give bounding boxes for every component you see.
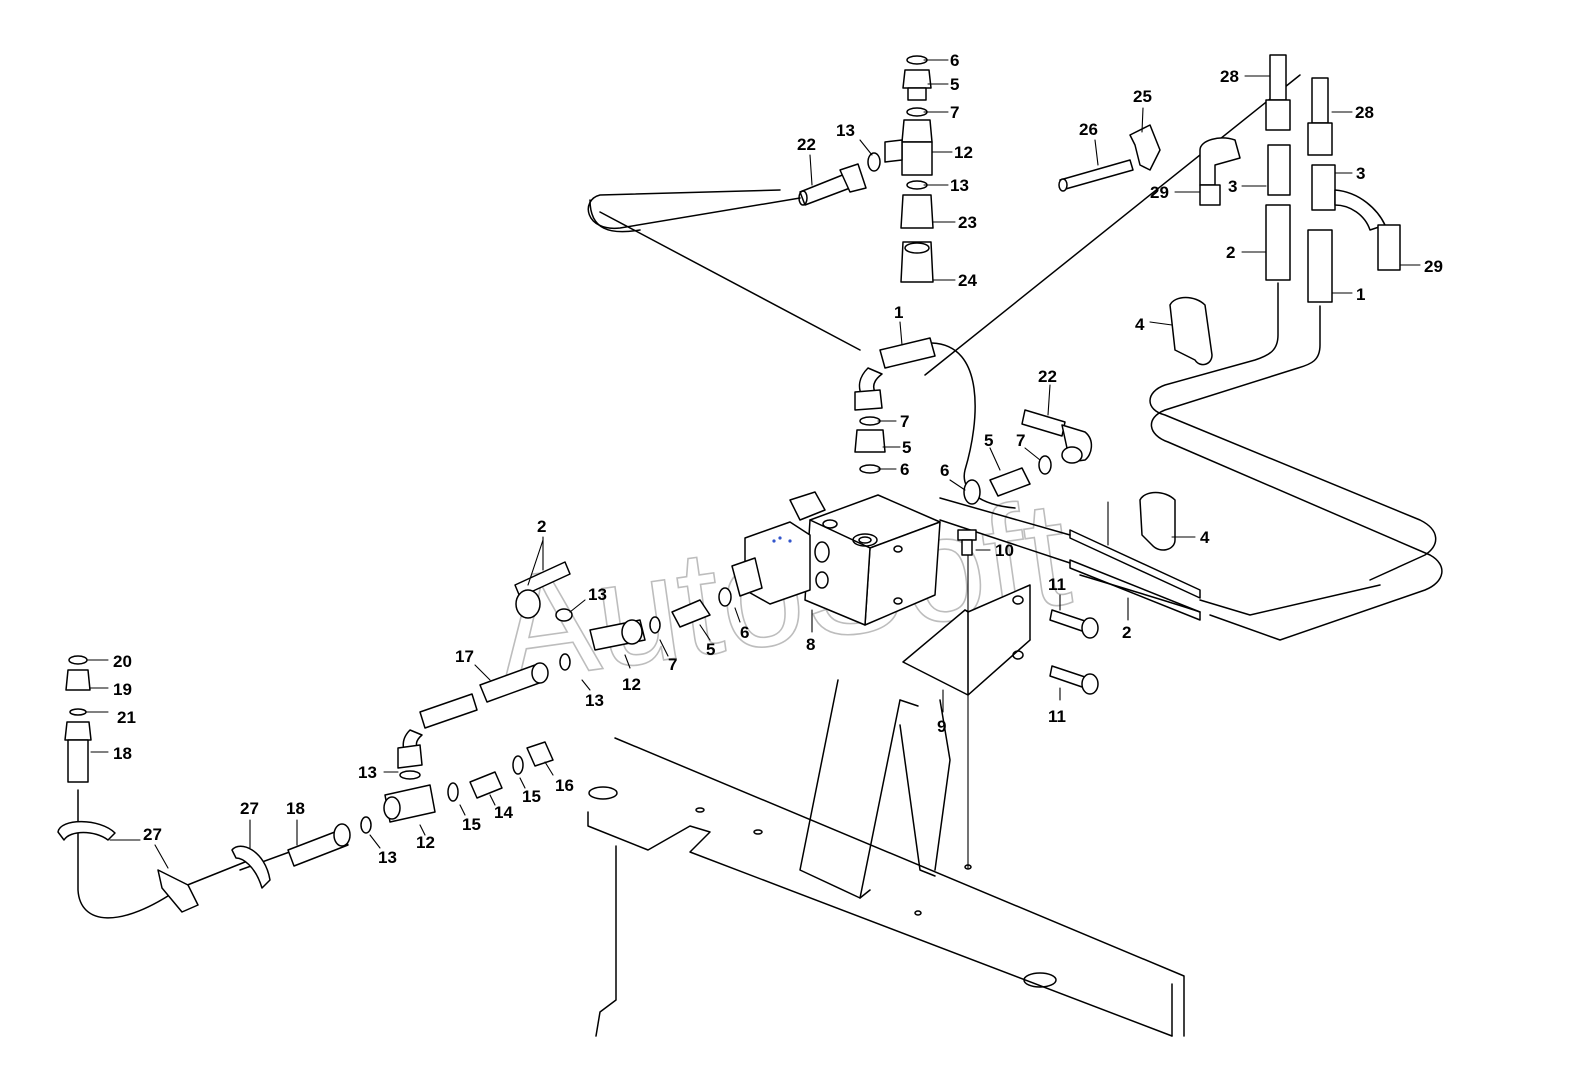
bolts xyxy=(1049,609,1099,695)
callout-13: 13 xyxy=(358,763,377,782)
callout-10: 10 xyxy=(995,541,1014,560)
lower-hose-assembly xyxy=(287,653,571,867)
callout-1: 1 xyxy=(1356,285,1365,304)
callout-6: 6 xyxy=(940,461,949,480)
callout-27: 27 xyxy=(240,799,259,818)
callout-29: 29 xyxy=(1150,183,1169,202)
callout-20: 20 xyxy=(113,652,132,671)
callout-13: 13 xyxy=(950,176,969,195)
pipe-lines xyxy=(77,74,1443,919)
callout-12: 12 xyxy=(622,675,641,694)
callout-8: 8 xyxy=(806,635,815,654)
callout-12: 12 xyxy=(954,143,973,162)
callout-3: 3 xyxy=(1356,164,1365,183)
callout-13: 13 xyxy=(836,121,855,140)
callout-13: 13 xyxy=(378,848,397,867)
callout-15: 15 xyxy=(462,815,481,834)
callout-12: 12 xyxy=(416,833,435,852)
callout-17: 17 xyxy=(455,647,474,666)
left-vertical-stack xyxy=(57,655,271,913)
left-fitting-stack xyxy=(514,561,732,651)
callout-6: 6 xyxy=(740,623,749,642)
callout-2: 2 xyxy=(1226,243,1235,262)
callout-28: 28 xyxy=(1355,103,1374,122)
callout-4: 4 xyxy=(1135,315,1145,334)
callout-22: 22 xyxy=(797,135,816,154)
callout-labels: 6 5 7 12 13 13 22 23 24 1 7 5 6 22 5 7 6… xyxy=(113,51,1443,867)
callout-6: 6 xyxy=(950,51,959,70)
callout-18: 18 xyxy=(286,799,305,818)
callout-4: 4 xyxy=(1200,528,1210,547)
callout-19: 19 xyxy=(113,680,132,699)
callout-13: 13 xyxy=(588,585,607,604)
middle-fitting-stack xyxy=(854,337,936,474)
callout-2: 2 xyxy=(1122,623,1131,642)
callout-11: 11 xyxy=(1048,575,1066,594)
top-fitting-stack xyxy=(798,55,934,283)
mounting-bracket xyxy=(902,584,1031,696)
callout-13: 13 xyxy=(585,691,604,710)
callout-3: 3 xyxy=(1228,177,1237,196)
callout-6: 6 xyxy=(900,460,909,479)
callout-24: 24 xyxy=(958,271,977,290)
callout-1: 1 xyxy=(894,303,903,322)
callout-5: 5 xyxy=(984,431,993,450)
callout-21: 21 xyxy=(117,708,136,727)
callout-7: 7 xyxy=(950,103,959,122)
callout-27: 27 xyxy=(143,825,162,844)
callout-5: 5 xyxy=(950,75,959,94)
callout-25: 25 xyxy=(1133,87,1152,106)
callout-28: 28 xyxy=(1220,67,1239,86)
callout-2: 2 xyxy=(537,517,546,536)
leader-lines xyxy=(85,59,1421,869)
callout-23: 23 xyxy=(958,213,977,232)
callout-9: 9 xyxy=(937,717,946,736)
callout-15: 15 xyxy=(522,787,541,806)
callout-5: 5 xyxy=(902,438,911,457)
callout-5: 5 xyxy=(706,640,715,659)
callout-7: 7 xyxy=(1016,431,1025,450)
callout-14: 14 xyxy=(494,803,513,822)
clamps xyxy=(1139,296,1213,551)
right-fitting-stack xyxy=(957,409,1093,556)
callout-29: 29 xyxy=(1424,257,1443,276)
callout-7: 7 xyxy=(900,412,909,431)
top-right-assembly xyxy=(1058,54,1401,303)
callout-22: 22 xyxy=(1038,367,1057,386)
callout-26: 26 xyxy=(1079,120,1098,139)
callout-16: 16 xyxy=(555,776,574,795)
callout-7: 7 xyxy=(668,655,677,674)
chassis-frame xyxy=(587,679,1185,1037)
callout-18: 18 xyxy=(113,744,132,763)
valve-block xyxy=(731,491,941,626)
callout-11: 11 xyxy=(1048,707,1066,726)
